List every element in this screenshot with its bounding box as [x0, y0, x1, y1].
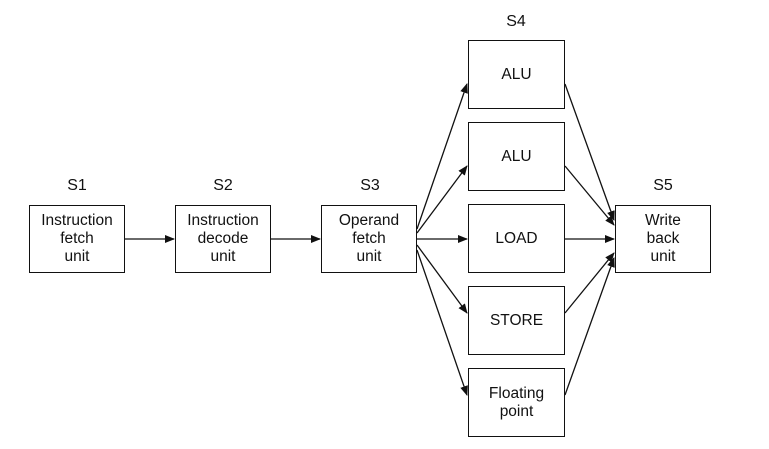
stage-label-s2: S2	[213, 177, 233, 194]
unit-label-line: unit	[650, 248, 676, 265]
floating-point-unit: Floating point	[468, 368, 565, 437]
write-back-unit: Write back unit	[615, 205, 711, 273]
operand-fetch-unit: Operand fetch unit	[321, 205, 417, 273]
alu-unit-1: ALU	[468, 40, 565, 109]
arrow-operand-to-alu2	[416, 165, 468, 234]
unit-label-line: decode	[197, 230, 249, 247]
arrow-operand-to-float	[416, 249, 468, 396]
unit-label-line: unit	[64, 248, 90, 265]
instruction-decode-unit: Instruction decode unit	[175, 205, 271, 273]
unit-label-line: unit	[356, 248, 382, 265]
unit-label-line: Instruction	[187, 212, 259, 229]
unit-label-line: LOAD	[495, 229, 538, 247]
unit-label-line: fetch	[352, 230, 386, 247]
unit-label-line: STORE	[489, 311, 544, 329]
arrow-alu1-to-writeback	[564, 83, 615, 221]
stage-label-s5: S5	[653, 177, 673, 194]
unit-label-line: Operand	[338, 212, 400, 229]
unit-label-line: Write	[645, 212, 681, 229]
unit-label-line: Instruction	[41, 212, 113, 229]
unit-label-line: ALU	[501, 65, 532, 83]
store-unit: STORE	[468, 286, 565, 355]
unit-label-line: fetch	[60, 230, 94, 247]
unit-label-line: Floating	[488, 384, 545, 402]
unit-label-line: unit	[210, 248, 236, 265]
unit-label-line: point	[499, 402, 534, 420]
instruction-fetch-unit: Instruction fetch unit	[29, 205, 125, 273]
unit-label-line: ALU	[501, 147, 532, 165]
arrow-float-to-writeback	[564, 257, 615, 396]
stage-label-s4: S4	[506, 13, 526, 30]
stage-label-s1: S1	[67, 177, 87, 194]
stage-label-s3: S3	[360, 177, 380, 194]
arrow-store-to-writeback	[564, 252, 615, 314]
load-unit: LOAD	[468, 204, 565, 273]
arrow-alu2-to-writeback	[564, 165, 615, 226]
alu-unit-2: ALU	[468, 122, 565, 191]
unit-label-line: back	[646, 230, 680, 247]
arrow-operand-to-alu1	[416, 83, 468, 230]
arrow-operand-to-store	[416, 244, 468, 314]
